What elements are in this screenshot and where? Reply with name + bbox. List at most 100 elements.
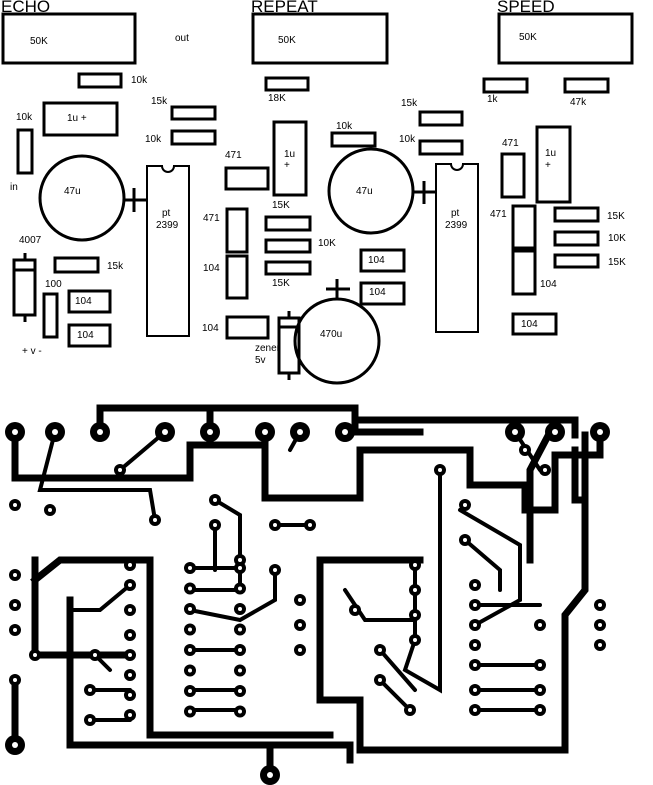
- drill-hole: [128, 633, 132, 637]
- cap-label: 471: [490, 209, 507, 220]
- resistor: [553, 253, 600, 269]
- resistor: [553, 206, 600, 223]
- resistor-label: 10k: [399, 134, 416, 145]
- cap-label: 471: [203, 213, 220, 224]
- drill-hole: [273, 523, 277, 527]
- ic-label: 2399: [445, 220, 468, 231]
- cap-label: 471: [225, 150, 242, 161]
- drill-hole: [538, 663, 542, 667]
- resistor: [170, 129, 217, 146]
- ic-pt2399-left: pt 2399: [146, 165, 190, 337]
- resistor: [418, 139, 464, 156]
- drill-hole: [473, 583, 477, 587]
- pot-speed-value: 50K: [519, 32, 537, 43]
- resistor-label: 15K: [608, 257, 626, 268]
- drill-hole: [188, 586, 192, 591]
- ic-label: pt: [162, 208, 171, 219]
- drill-hole: [13, 573, 17, 577]
- drill-hole: [128, 583, 132, 587]
- drill-hole: [238, 668, 242, 673]
- drill-hole: [597, 429, 603, 435]
- cap-label: 104: [540, 279, 557, 290]
- resistor-label: 100: [45, 279, 62, 290]
- drill-hole: [512, 429, 518, 435]
- cap-label: 1u: [545, 148, 556, 159]
- copper-traces: [11, 404, 604, 779]
- drill-hole: [238, 586, 242, 591]
- drill-hole: [308, 523, 312, 527]
- resistor-label: 10K: [608, 233, 626, 244]
- drill-hole: [298, 648, 302, 652]
- drill-hole: [238, 648, 242, 652]
- drill-hole: [238, 709, 242, 714]
- resistor: [264, 76, 310, 92]
- drill-hole: [238, 558, 242, 562]
- ceramic-capacitors: 471 471 471 471 104 104 104 104 104 104 …: [67, 138, 558, 348]
- resistor-label: 15K: [272, 200, 290, 211]
- drill-hole: [297, 429, 303, 435]
- drill-hole: [13, 503, 17, 507]
- drill-hole: [273, 568, 277, 572]
- drill-hole: [97, 429, 103, 435]
- resistor-label: 18K: [268, 93, 286, 104]
- drill-hole: [473, 623, 477, 627]
- diode-label: 5v: [255, 355, 266, 366]
- resistor-label: 15k: [401, 98, 418, 109]
- drill-hole: [463, 538, 467, 542]
- drill-hole: [128, 653, 132, 657]
- drill-hole: [262, 429, 268, 435]
- drill-hole: [378, 678, 382, 682]
- cap-label: 47u: [64, 186, 81, 197]
- drill-hole: [552, 429, 558, 435]
- cap-label: 1u +: [67, 113, 87, 124]
- film-capacitors: 1u + 1u + 1u +: [42, 101, 572, 204]
- drill-hole: [598, 603, 602, 607]
- resistor: [563, 77, 610, 94]
- drill-hole: [188, 689, 192, 693]
- pot-repeat-value: 50K: [278, 35, 296, 46]
- drill-hole: [128, 563, 132, 567]
- resistor: [553, 230, 600, 247]
- drill-hole: [128, 608, 132, 612]
- drill-hole: [353, 608, 357, 612]
- drill-hole: [188, 607, 192, 611]
- pot-speed: SPEED 50K: [497, 0, 634, 65]
- ic-pt2399-right: pt 2399: [435, 163, 479, 333]
- drill-hole: [12, 742, 18, 748]
- drill-hole: [48, 508, 52, 512]
- drill-hole: [88, 688, 92, 692]
- drill-hole: [413, 563, 417, 567]
- drill-hole: [188, 627, 192, 632]
- cap-label: 104: [203, 263, 220, 274]
- resistor-label: 15K: [607, 211, 625, 222]
- drill-hole: [413, 588, 417, 592]
- drill-hole: [238, 566, 242, 570]
- resistor: [16, 128, 34, 175]
- drill-hole: [473, 708, 477, 712]
- drill-hole: [413, 613, 417, 617]
- drill-hole: [128, 693, 132, 697]
- drill-hole: [598, 623, 602, 627]
- drill-hole: [473, 603, 477, 607]
- cap-label: 470u: [320, 329, 342, 340]
- cap-label: +: [284, 160, 290, 171]
- resistor: [53, 256, 100, 274]
- resistor-label: 10k: [145, 134, 162, 145]
- ic-label: pt: [451, 208, 460, 219]
- ic-label: 2399: [156, 220, 179, 231]
- resistor-label: 15k: [107, 261, 124, 272]
- power-label: + v -: [22, 346, 42, 357]
- drill-hole: [543, 468, 547, 472]
- resistor-label: 10k: [336, 121, 353, 132]
- pot-echo-value: 50K: [30, 36, 48, 47]
- drill-hole: [128, 713, 132, 717]
- resistor: [264, 260, 312, 276]
- drill-hole: [88, 718, 92, 722]
- drill-hole: [538, 688, 542, 692]
- pot-echo: ECHO 50K: [1, 0, 137, 65]
- drill-hole: [118, 468, 122, 472]
- drill-hole: [473, 643, 477, 647]
- drill-hole: [213, 523, 217, 527]
- drill-hole: [13, 628, 17, 632]
- diode-zener: zener 5v: [255, 311, 301, 380]
